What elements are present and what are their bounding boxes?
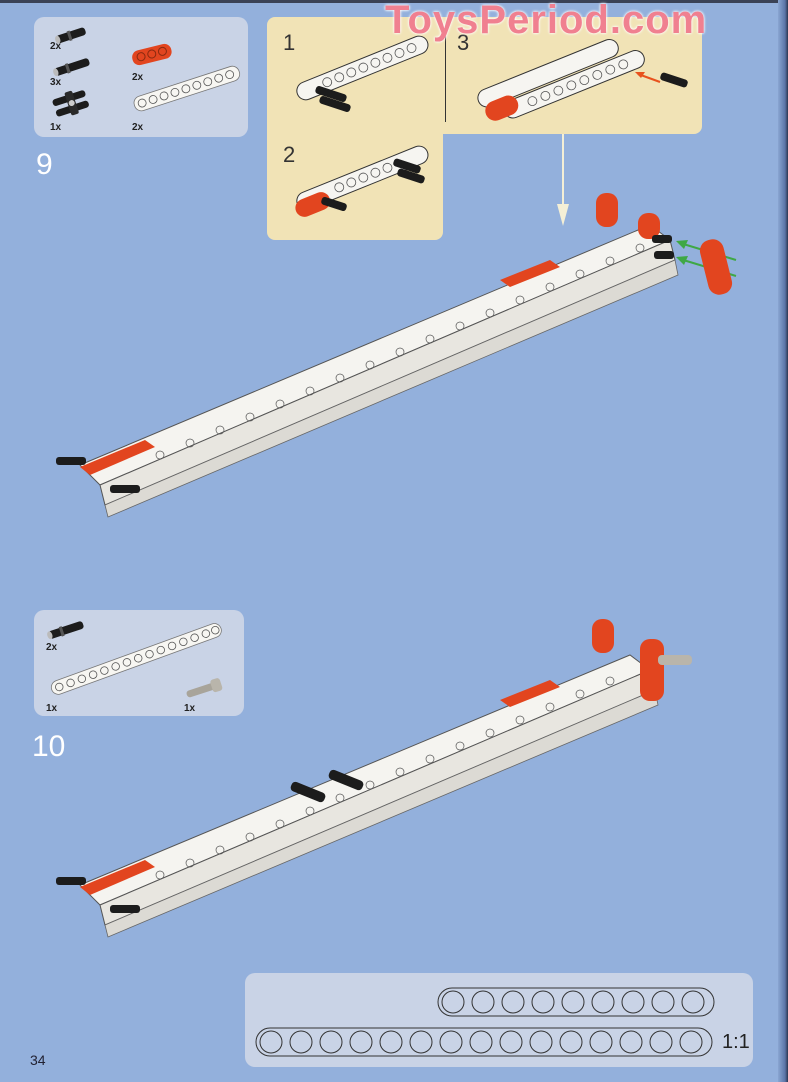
part-qty: 2x	[50, 41, 62, 52]
part-qty: 2x	[132, 72, 144, 83]
step-10-main-assembly-illustration	[56, 619, 692, 938]
scale-guide-panel	[245, 973, 753, 1067]
down-arrow-icon	[557, 134, 569, 226]
page-number: 34	[30, 1052, 46, 1068]
step-number: 9	[36, 148, 53, 181]
page-top-edge	[0, 0, 788, 3]
watermark: ToysPeriod.com	[385, 0, 708, 42]
beam-15-scale-outline	[255, 1027, 713, 1057]
part-qty: 1x	[184, 703, 196, 714]
scale-label: 1:1	[722, 1031, 750, 1053]
step-9-parts-list: 2x 3x 1x 2x 2x	[34, 17, 248, 137]
black-long-pin-icon	[47, 621, 84, 640]
part-qty: 2x	[46, 642, 58, 653]
beam-9-scale-outline	[437, 987, 715, 1017]
substep-number: 3	[457, 30, 470, 55]
substep-3-assembly-illustration	[477, 38, 688, 121]
grey-axle-pin-icon	[186, 678, 223, 698]
page-binding-edge	[778, 0, 788, 1082]
step-number: 10	[32, 730, 66, 763]
substep-number: 2	[283, 142, 296, 167]
step-9-main-assembly-illustration	[56, 193, 737, 518]
substep-divider	[445, 32, 446, 122]
part-qty: 3x	[50, 77, 62, 88]
part-qty: 1x	[46, 703, 58, 714]
part-qty: 1x	[50, 122, 62, 133]
white-15-beam-icon	[50, 623, 222, 695]
cross-block-pin-icon	[52, 90, 89, 117]
black-axle-pin-icon	[55, 27, 86, 44]
white-9-beam-icon	[133, 65, 241, 112]
orange-3-beam-icon	[132, 43, 172, 66]
black-long-pin-icon	[53, 58, 90, 77]
part-qty: 2x	[132, 122, 144, 133]
step-10-parts-list: 2x 1x 1x	[34, 610, 244, 716]
substep-number: 1	[283, 30, 296, 55]
substep-1-assembly-illustration	[296, 35, 429, 112]
substep-2-assembly-illustration	[295, 145, 429, 217]
